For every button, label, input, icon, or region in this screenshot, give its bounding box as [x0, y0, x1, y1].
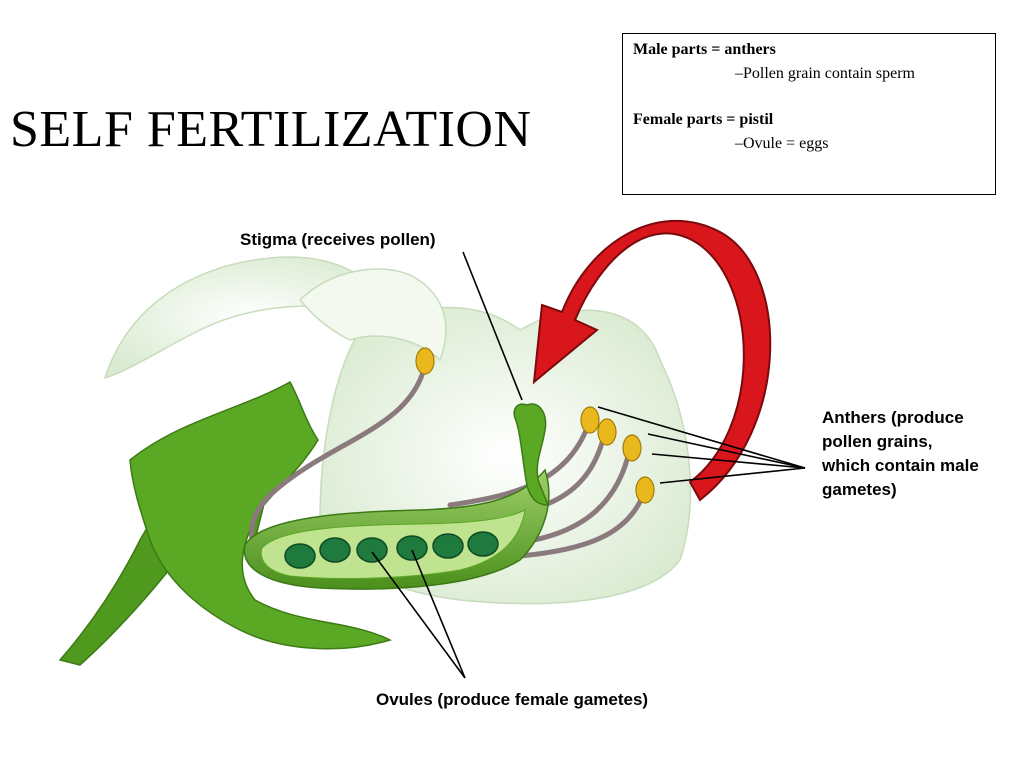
- ovule: [396, 535, 428, 561]
- ovary: [243, 468, 550, 590]
- ovule-leader-line: [371, 551, 466, 679]
- anther: [415, 347, 435, 375]
- male-parts-heading: Male parts = anthers: [633, 41, 776, 58]
- stigma-label: Stigma (receives pollen): [240, 230, 436, 249]
- curved-arrow-icon: [532, 219, 772, 502]
- anther: [622, 434, 642, 462]
- female-parts-detail: –Ovule = eggs: [735, 135, 829, 152]
- stigma-leader-line: [462, 251, 523, 401]
- ovules: [284, 531, 499, 569]
- ovule-leader-line: [411, 549, 466, 679]
- anther-leader-line: [647, 433, 806, 469]
- anther-leader-line: [651, 453, 806, 469]
- slide-title: SELF FERTILIZATION: [10, 101, 532, 158]
- male-parts-detail: –Pollen grain contain sperm: [735, 65, 915, 82]
- ovule: [356, 537, 388, 563]
- notes-box: Male parts = anthers –Pollen grain conta…: [622, 33, 996, 195]
- anthers-label: Anthers (produce pollen grains, which co…: [822, 408, 979, 499]
- ovule: [467, 531, 499, 557]
- leader-lines: [371, 251, 806, 679]
- anther-leader-line: [597, 406, 806, 469]
- ovule: [432, 533, 464, 559]
- anther: [597, 418, 617, 446]
- anther: [580, 406, 600, 434]
- stigma: [513, 403, 550, 506]
- ovules-label: Ovules (produce female gametes): [376, 690, 649, 709]
- anther: [635, 476, 655, 504]
- ovule: [319, 537, 351, 563]
- anther-leader-line: [659, 467, 806, 484]
- sepal: [129, 380, 393, 650]
- petal-top: [298, 268, 447, 362]
- anthers: [415, 347, 655, 504]
- female-parts-heading: Female parts = pistil: [633, 111, 774, 128]
- ovule: [284, 543, 316, 569]
